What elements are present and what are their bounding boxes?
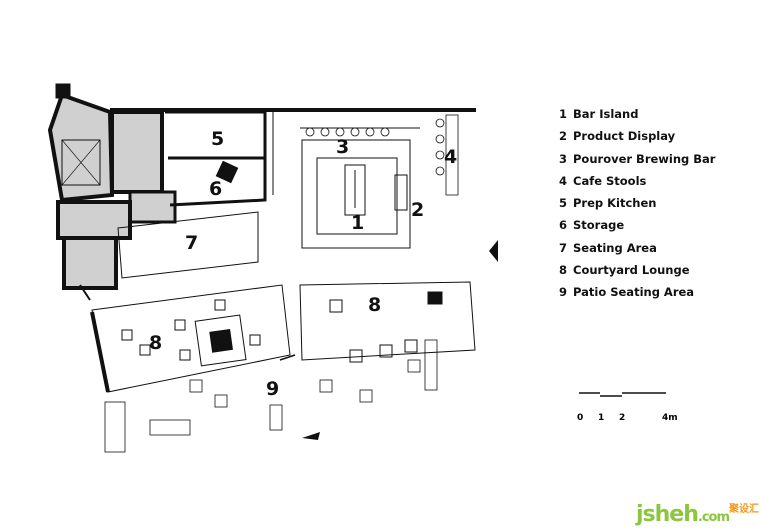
stools: [305, 114, 459, 196]
scale-bar: 0 1 2 4m: [577, 384, 678, 423]
room-label-9: 9: [266, 378, 279, 400]
scale-bar-graphic: [579, 392, 666, 397]
north-markers: [302, 240, 498, 440]
room-label-6: 6: [209, 178, 222, 200]
room-label-8-right: 8: [368, 294, 381, 316]
patio-seating: [104, 339, 438, 453]
room-label-4: 4: [444, 146, 457, 168]
room-label-2: 2: [411, 199, 424, 221]
bar-island: [300, 127, 420, 249]
scale-tick-4m: 4m: [662, 413, 678, 423]
courtyard-lounge-right: [279, 281, 476, 363]
room-label-8-left: 8: [149, 332, 162, 354]
room-labels: 1 2 3 4 5 6 7 8 8 9: [149, 128, 457, 400]
scale-tick-2: 2: [619, 413, 626, 423]
room-label-1: 1: [351, 212, 364, 234]
room-label-3: 3: [336, 136, 349, 158]
scale-tick-0: 0: [577, 413, 584, 423]
room-label-5: 5: [211, 128, 224, 150]
courtyard-lounge-left: [90, 284, 291, 393]
building-core: [47, 83, 476, 301]
watermark-logo: jsheh.com聚设汇: [636, 502, 760, 527]
scale-tick-1: 1: [598, 413, 605, 423]
room-label-7: 7: [185, 232, 198, 254]
